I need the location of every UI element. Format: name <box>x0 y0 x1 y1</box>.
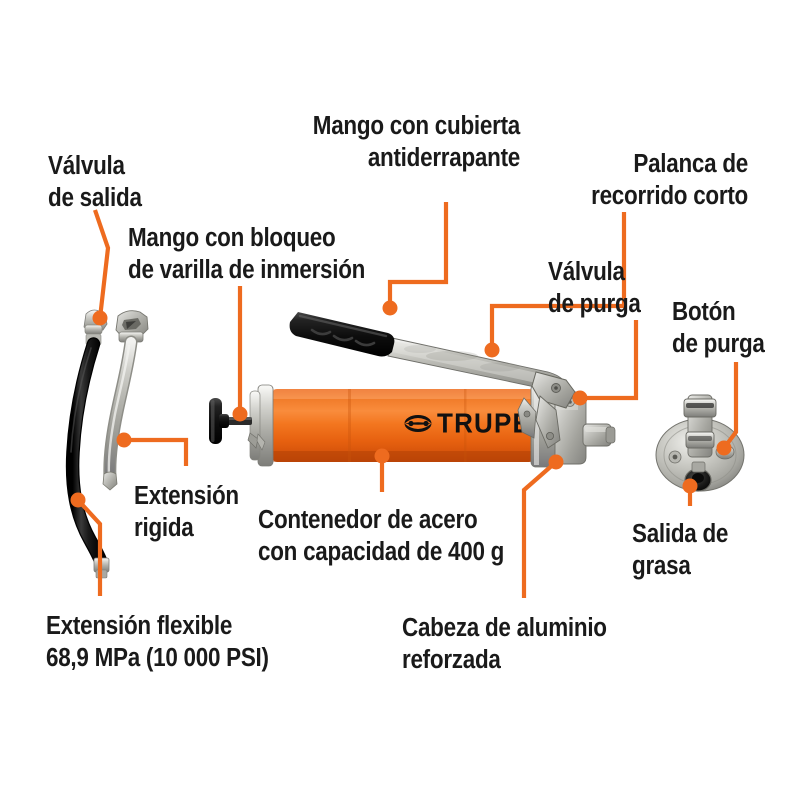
plunger-rod-handle <box>209 384 274 467</box>
rigid-extension <box>102 310 149 491</box>
short-stroke-lever <box>289 312 576 449</box>
steel-barrel: TRUPER <box>272 389 550 462</box>
flexible-extension-hose <box>65 309 110 579</box>
grease-outlet-coupler <box>655 394 745 492</box>
